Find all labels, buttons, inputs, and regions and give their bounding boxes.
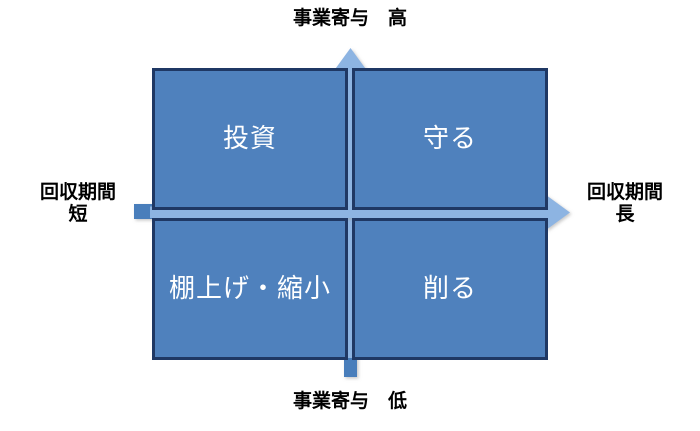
quadrant-top-left[interactable]: 投資 (152, 68, 348, 210)
horizontal-axis-right-caption-line2: 長 (615, 202, 635, 225)
horizontal-axis-left-caption-line1: 回収期間 (39, 181, 116, 203)
quadrant-top-left-label: 投資 (222, 124, 277, 154)
horizontal-axis-right-caption-line1: 回収期間 (586, 181, 663, 203)
horizontal-axis-right-caption: 回収期間 長 (560, 181, 690, 226)
quadrant-top-right[interactable]: 守る (352, 68, 548, 210)
quadrant-top-right-label: 守る (422, 124, 477, 154)
vertical-axis-top-caption: 事業寄与 高 (292, 7, 407, 29)
horizontal-axis-left-caption: 回収期間 短 (16, 181, 140, 226)
horizontal-axis-left-caption-line2: 短 (68, 202, 88, 225)
quadrant-bottom-right-label: 削る (422, 274, 477, 304)
vertical-axis-bottom-caption: 事業寄与 低 (292, 390, 407, 412)
quadrant-bottom-left-label: 棚上げ・縮小 (168, 274, 331, 304)
quadrant-bottom-left[interactable]: 棚上げ・縮小 (152, 218, 348, 360)
quadrant-bottom-right[interactable]: 削る (352, 218, 548, 360)
